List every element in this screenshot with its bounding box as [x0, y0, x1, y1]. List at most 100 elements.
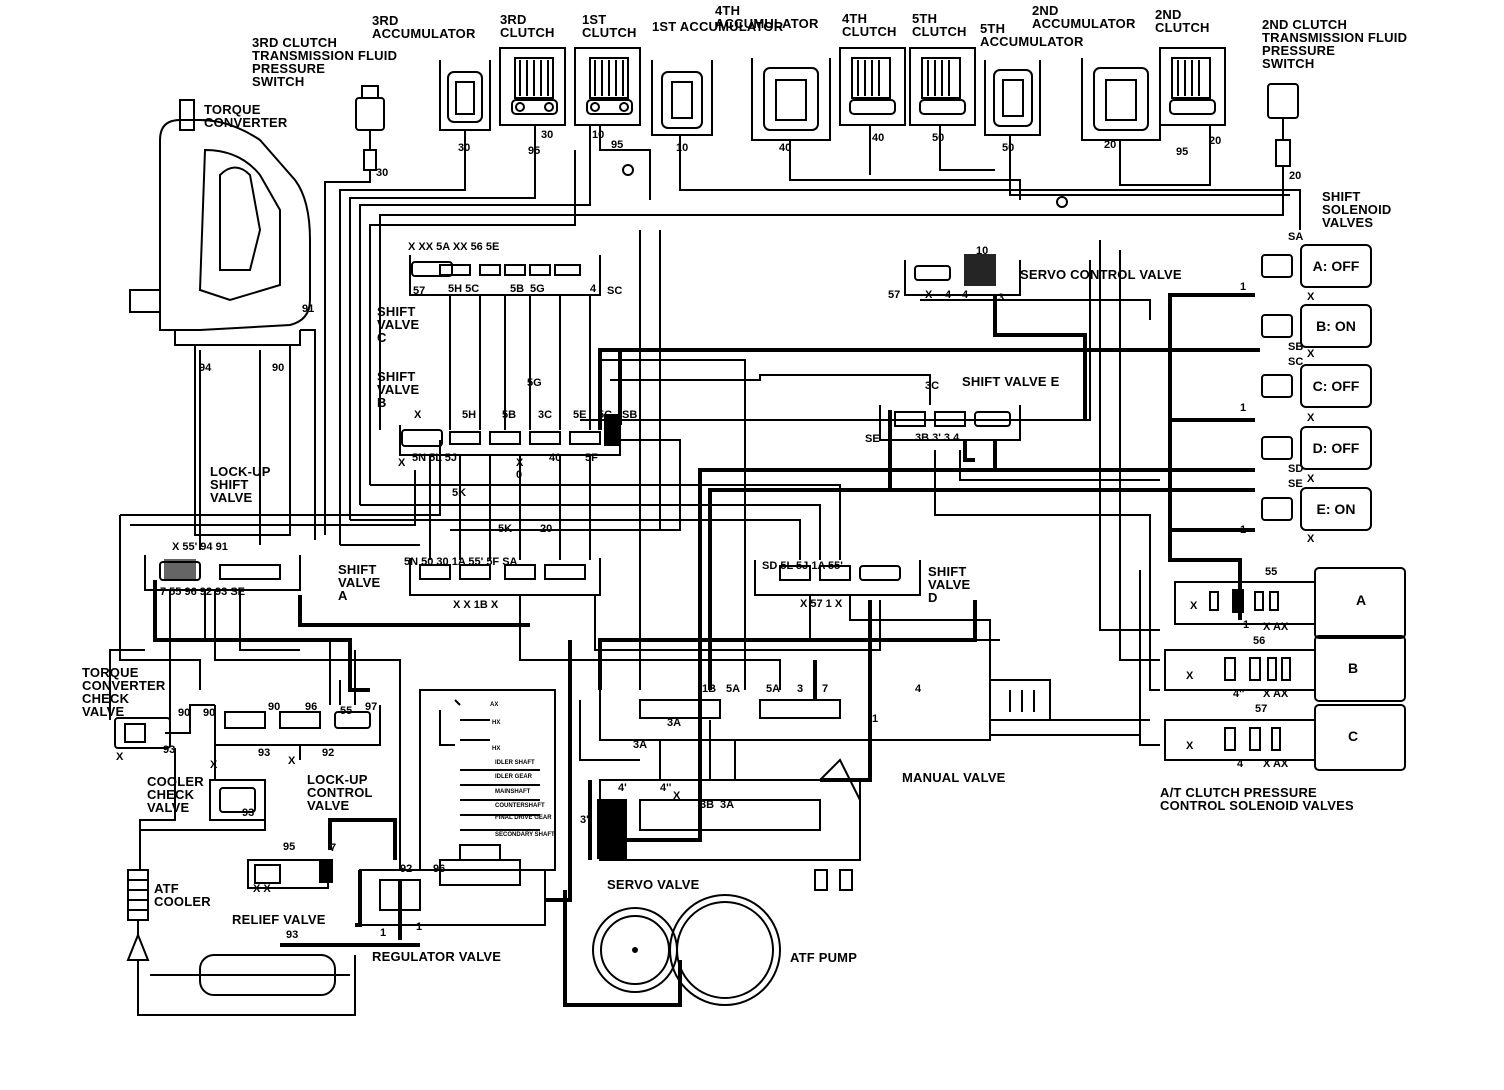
5th-clutch-label: 5TH CLUTCH	[912, 11, 967, 39]
port-label: 55	[1265, 566, 1278, 578]
port-label: 1	[1240, 281, 1247, 293]
port-label: 7	[822, 683, 829, 695]
port-label: 1	[1240, 402, 1247, 414]
1st-accumulator-shape	[651, 60, 713, 136]
port-label: 90	[178, 707, 191, 719]
port-label: X	[1307, 533, 1315, 545]
port-label: X	[1186, 740, 1194, 752]
port-label: 96	[305, 701, 318, 713]
port-label: X AX	[1263, 688, 1289, 700]
shift-solenoid-a: A: OFF	[1300, 244, 1372, 288]
port-label: X	[1186, 670, 1194, 682]
port-label: 92	[322, 747, 335, 759]
final-drive-gear-label: FINAL DRIVE GEAR	[495, 815, 552, 821]
port-label: 3	[998, 292, 1005, 304]
port-label: 4''	[1233, 688, 1245, 700]
cooler-check-valve-label: COOLER CHECK VALVE	[147, 774, 204, 815]
lockup-shift-valve-label: LOCK-UP SHIFT VALVE	[210, 464, 271, 505]
port-label: SC	[607, 285, 623, 297]
port-label: X 55' 94 91	[172, 541, 228, 553]
2nd-accumulator-label: 2ND ACCUMULATOR	[1032, 3, 1136, 31]
shift-valve-a-label: SHIFT VALVE A	[338, 562, 381, 603]
3rd-clutch-label: 3RD CLUTCH	[500, 12, 555, 40]
shift-valve-a-body	[409, 558, 601, 596]
port-label: 5A	[726, 683, 741, 695]
port-label: 3A	[720, 799, 735, 811]
shift-valve-b-body	[399, 425, 621, 456]
port-label: X	[116, 751, 124, 763]
port-label: 5H	[462, 409, 477, 421]
pressure-solenoid-c-label: C	[1348, 728, 1359, 744]
port-label: X X	[253, 883, 271, 895]
5th-accumulator-shape	[984, 60, 1041, 136]
cooler-check-valve-body	[209, 779, 266, 821]
pressure-solenoid-title: A/T CLUTCH PRESSURE CONTROL SOLENOID VAL…	[1160, 785, 1354, 813]
shift-solenoid-e: E: ON	[1300, 487, 1372, 531]
mainshaft-label: MAINSHAFT	[495, 789, 531, 795]
pressure-solenoid-a-label: A	[1356, 592, 1367, 608]
port-label: SD 5L 5J 1A 55'	[762, 560, 843, 572]
pressure-solenoid-b-label: B	[1348, 660, 1359, 676]
port-label: 0	[516, 469, 523, 481]
port-label: 7	[330, 842, 337, 854]
4th-clutch-label: 4TH CLUTCH	[842, 11, 897, 39]
port-label: 3'	[580, 814, 589, 826]
atf-cooler-label: ATF COOLER	[154, 881, 211, 909]
3rd-accumulator-shape	[439, 60, 491, 145]
port-label: X 57 1 X	[800, 598, 843, 610]
shift-valve-d-label: SHIFT VALVE D	[928, 564, 971, 605]
relief-valve-label: RELIEF VALVE	[232, 912, 326, 927]
regulator-valve-body	[359, 844, 546, 926]
shift-solenoid-title: SHIFT SOLENOID VALVES	[1322, 189, 1392, 230]
port-label: X AX	[1263, 758, 1289, 770]
secondary-shaft-label: SECONDARY SHAFT	[495, 832, 555, 838]
port-label: 3A	[667, 717, 682, 729]
shift-valve-c-body	[409, 255, 601, 296]
port-label: 94	[199, 362, 212, 374]
atf-cooler-shape	[126, 869, 356, 1016]
port-label: 10	[592, 129, 605, 141]
2nd-accumulator-shape	[1081, 58, 1161, 141]
port-label: X	[1307, 291, 1315, 303]
port-label: 4	[590, 283, 597, 295]
port-label: 57	[1255, 703, 1268, 715]
shaft-hx-label-2: HX	[492, 746, 501, 752]
port-label: 90	[272, 362, 285, 374]
torque-converter-check-valve-body	[114, 717, 171, 749]
lockup-control-valve-label: LOCK-UP CONTROL VALVE	[307, 772, 373, 813]
port-label: 5B	[510, 283, 525, 295]
port-label: 91	[302, 303, 315, 315]
port-label: 20	[1289, 170, 1302, 182]
shaft-hx-label-1: HX	[492, 720, 501, 726]
port-label: 1B	[702, 683, 717, 695]
port-label: 95	[283, 841, 296, 853]
servo-control-valve-label: SERVO CONTROL VALVE	[1020, 267, 1182, 282]
port-label: 4	[945, 289, 952, 301]
pressure-solenoid-bodies	[1164, 567, 1406, 771]
shift-valve-c-label: SHIFT VALVE C	[377, 304, 420, 345]
port-label: SA	[1288, 231, 1304, 243]
5th-accumulator-label: 5TH ACCUMULATOR	[980, 21, 1084, 49]
port-label: 20	[1104, 139, 1117, 151]
port-label: SD	[1288, 463, 1304, 475]
atf-pump-shape	[592, 894, 781, 1006]
port-label: 5N 5L 5J	[412, 452, 458, 464]
port-label: X	[210, 759, 218, 771]
port-label: 95	[528, 145, 541, 157]
port-label: X	[1307, 412, 1315, 424]
port-label: 4	[1237, 758, 1244, 770]
port-label: 4	[962, 289, 969, 301]
port-label: 30	[376, 167, 389, 179]
port-label: 5N 50 30 1A 55' 5F SA	[404, 556, 518, 568]
port-label: X X 1B X	[453, 599, 499, 611]
port-label: 97	[365, 701, 378, 713]
idler-shaft-label: IDLER SHAFT	[495, 760, 535, 766]
1st-accumulator-label: 1ST ACCUMULATOR	[652, 19, 784, 34]
port-label: 20	[1209, 135, 1222, 147]
port-label: 5H 5C	[448, 283, 480, 295]
3rd-accumulator-label: 3RD ACCUMULATOR	[372, 13, 476, 41]
port-label: 4''	[660, 782, 672, 794]
countershaft-label: COUNTERSHAFT	[495, 803, 545, 809]
4th-accumulator-label: 4TH ACCUMULATOR	[715, 3, 819, 31]
port-label: 10	[676, 142, 689, 154]
